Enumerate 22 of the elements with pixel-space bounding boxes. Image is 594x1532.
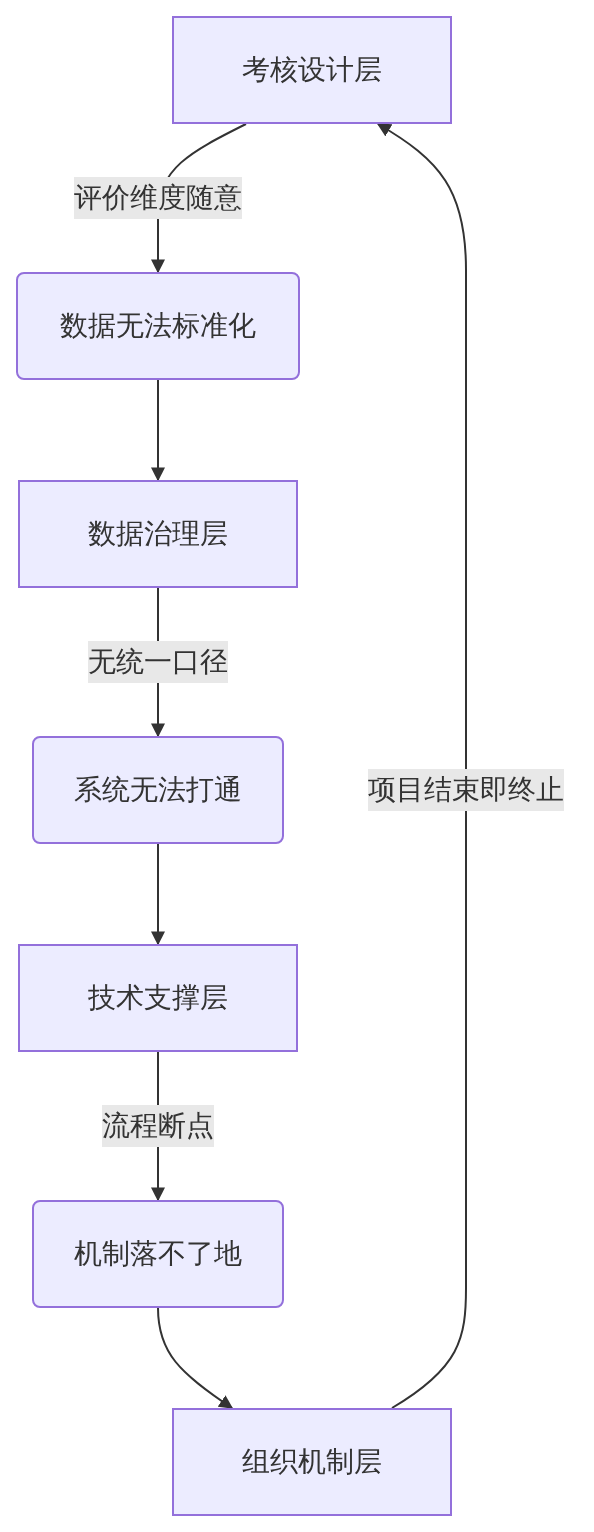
arrow [151,379,165,482]
rounded-process-box [32,736,284,844]
edge-label: 无统一口径 [88,641,228,683]
process-box [18,944,298,1052]
edge-label: 评价维度随意 [74,177,242,219]
arrow [151,843,165,946]
node-text: 组织机制层 [242,1444,382,1480]
process-box [18,480,298,588]
node-text: 数据无法标准化 [60,308,256,344]
node-text: 机制落不了地 [74,1236,242,1272]
process-box [172,1408,452,1516]
node-text: 数据治理层 [88,516,228,552]
node-text: 系统无法打通 [74,772,242,808]
arrow [157,1307,234,1409]
edge-label: 项目结束即终止 [368,769,564,811]
process-box [172,16,452,124]
rounded-process-box [32,1200,284,1308]
arrow [376,123,467,1409]
node-text: 考核设计层 [242,52,382,88]
rounded-process-box [16,272,300,380]
node-text: 技术支撑层 [88,980,228,1016]
edge-label: 流程断点 [102,1105,214,1147]
